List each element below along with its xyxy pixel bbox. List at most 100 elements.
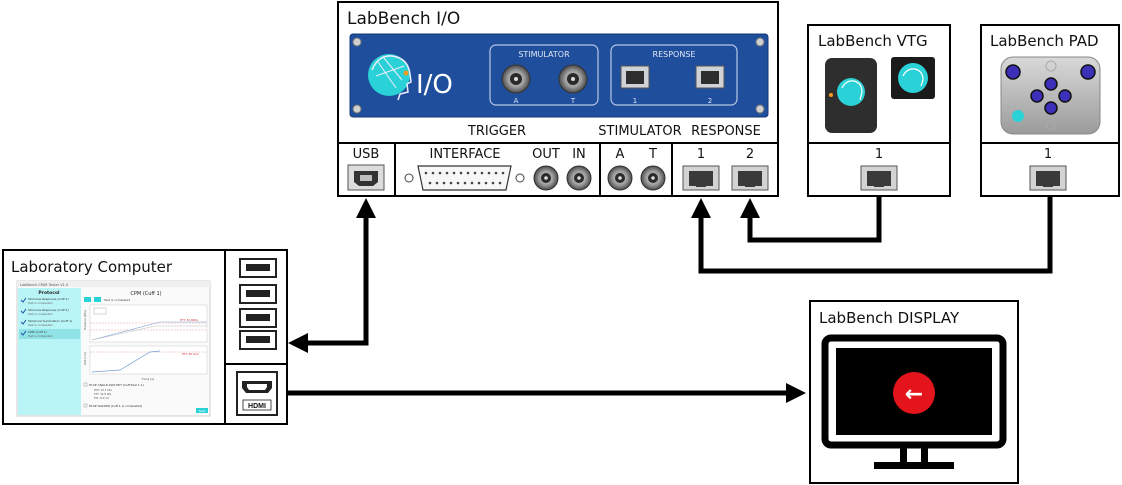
usb-cable-connection bbox=[288, 198, 376, 353]
protocol-item-title: Stimulus Response (Cuff 1) bbox=[28, 297, 69, 301]
stim-t-bnc-icon bbox=[558, 64, 588, 94]
check-icon bbox=[20, 308, 27, 314]
protocol-item-status: Test is completed bbox=[27, 334, 53, 338]
pad-port-label: 1 bbox=[1044, 147, 1052, 162]
usb-b-port-icon[interactable] bbox=[347, 164, 385, 191]
protocol-item-title: Temporal Summation (Cuff 1) bbox=[27, 319, 72, 323]
labbench-logo-icon bbox=[368, 54, 412, 101]
play-button[interactable] bbox=[84, 297, 91, 302]
pad-rj45-icon[interactable] bbox=[1029, 165, 1067, 191]
display-title: LabBench DISPLAY bbox=[819, 309, 960, 327]
result-2-title: HLSE TestDPR (Cuff 1 is completed) bbox=[89, 404, 142, 408]
results-list: HLSE ANGLE-PLM PDT (Cuff-Test 1-1) PDT: … bbox=[83, 382, 208, 413]
connections bbox=[288, 196, 1053, 403]
response-2-rj45-icon[interactable] bbox=[731, 165, 769, 191]
stimulator-label: STIMULATOR bbox=[598, 124, 681, 139]
response-1-rj45-icon[interactable] bbox=[682, 165, 720, 191]
software-screenshot: LabBench CPAR Tester V1.0 Protocol Stimu… bbox=[16, 280, 211, 417]
trigger-out-label: OUT bbox=[532, 147, 560, 162]
protocol-item[interactable]: Stimulus Response (Cuff 1) Test is compl… bbox=[20, 297, 69, 305]
io-title: LabBench I/O bbox=[347, 9, 460, 29]
protocol-list: Stimulus Response (Cuff 1) Test is compl… bbox=[19, 297, 80, 339]
result-line: PTL: 8.0 cm bbox=[94, 396, 110, 400]
stop-button[interactable] bbox=[94, 297, 101, 302]
next-button[interactable] bbox=[196, 408, 208, 413]
xaxis-label: Time [s] bbox=[141, 377, 154, 381]
computer-title: Laboratory Computer bbox=[11, 258, 173, 276]
interface-label: INTERFACE bbox=[430, 147, 501, 162]
usb-a-port-icon[interactable] bbox=[239, 330, 277, 350]
resp-1-label: 1 bbox=[633, 97, 637, 105]
vtg-port-label: 1 bbox=[875, 147, 883, 162]
vtg-cable-connection bbox=[740, 196, 882, 243]
check-icon bbox=[20, 319, 27, 325]
protocol-item-status: Test is completed bbox=[27, 323, 53, 327]
trigger-label: TRIGGER bbox=[467, 124, 526, 139]
protocol-item-status: Test is completed bbox=[27, 301, 53, 305]
lower-ylabel: VAS [cm] bbox=[83, 352, 87, 365]
protocol-item[interactable]: CPM (Cuff 1) Test is completed bbox=[19, 329, 80, 339]
stim-a-bnc-icon bbox=[501, 64, 531, 94]
vtg-button-image bbox=[891, 57, 935, 99]
stim-t-label: T bbox=[570, 97, 576, 105]
result-line: PTT: 32.8 kPa bbox=[94, 392, 112, 396]
db25-interface-port-icon[interactable] bbox=[404, 165, 525, 191]
usb-label: USB bbox=[353, 147, 380, 162]
labbench-display: LabBench DISPLAY ← bbox=[809, 300, 1019, 484]
vtg-title: LabBench VTG bbox=[818, 32, 928, 50]
resp-1-rj45-icon bbox=[620, 65, 650, 89]
trigger-in-bnc-icon[interactable] bbox=[566, 165, 592, 191]
pad-cable-connection bbox=[691, 196, 1053, 274]
vtg-handheld-image bbox=[825, 58, 877, 133]
labbench-pad-device: LabBench PAD 1 bbox=[980, 24, 1120, 197]
protocol-item[interactable]: Temporal Summation (Cuff 1) Test is comp… bbox=[20, 319, 72, 327]
stimulator-a-bnc-icon[interactable] bbox=[607, 165, 633, 191]
port-2-label: 2 bbox=[746, 147, 754, 162]
run-status: Test is completed bbox=[103, 298, 130, 302]
result-line: PDT: 10.7 kPa bbox=[94, 388, 112, 392]
protocol-item-title: Stimulus Response (Cuff 2) bbox=[28, 308, 69, 312]
port-t-label: T bbox=[648, 147, 657, 162]
stimulator-panel-label: STIMULATOR bbox=[518, 50, 570, 59]
stimulator-t-bnc-icon[interactable] bbox=[640, 165, 666, 191]
panel-screw-icon bbox=[352, 37, 765, 114]
vtg-rj45-icon[interactable] bbox=[860, 165, 898, 191]
protocol-item-status: Test is completed bbox=[27, 312, 53, 316]
vas-chart: PTT: 50.0cm VAS [cm] Time [s] bbox=[83, 345, 208, 381]
pad-title: LabBench PAD bbox=[990, 32, 1099, 50]
port-1-label: 1 bbox=[697, 147, 705, 162]
response-label: RESPONSE bbox=[691, 124, 761, 139]
stim-a-label: A bbox=[514, 97, 519, 105]
hdmi-port-icon[interactable] bbox=[236, 371, 278, 416]
check-icon bbox=[20, 297, 27, 303]
main-title: CPM (Cuff 1) bbox=[130, 291, 161, 297]
port-a-label: A bbox=[616, 147, 625, 162]
labbench-vtg-device: LabBench VTG 1 bbox=[807, 24, 951, 197]
protocol-item-title: CPM (Cuff 1) bbox=[28, 330, 47, 334]
next-button-label: Next bbox=[199, 409, 206, 413]
left-arrow-icon: ← bbox=[905, 382, 923, 407]
response-panel-label: RESPONSE bbox=[653, 50, 696, 59]
upper-ylabel: Pressure [kPa] bbox=[83, 310, 87, 330]
window-title: LabBench CPAR Tester V1.0 bbox=[20, 283, 68, 287]
lower-annotation: PTT: 50.0cm bbox=[182, 352, 199, 356]
io-front-panel: I/O STIMULATOR A T RESPONSE bbox=[349, 33, 769, 118]
check-icon bbox=[20, 330, 27, 336]
usb-a-port-icon[interactable] bbox=[239, 258, 277, 278]
usb-a-port-icon[interactable] bbox=[239, 284, 277, 304]
pressure-chart: PTT: 32.8kPa Pressure [kPa] bbox=[83, 304, 208, 343]
usb-a-port-icon[interactable] bbox=[239, 308, 277, 328]
red-indicator-icon bbox=[893, 372, 935, 414]
protocol-header: Protocol bbox=[38, 290, 60, 296]
result-1-title: HLSE ANGLE-PLM PDT (Cuff-Test 1-1) bbox=[89, 383, 144, 387]
resp-2-rj45-icon bbox=[695, 65, 725, 89]
protocol-item[interactable]: Stimulus Response (Cuff 2) Test is compl… bbox=[20, 308, 69, 316]
io-panel-text: I/O bbox=[416, 70, 453, 100]
laboratory-computer: Laboratory Computer HDMI LabBench CPAR T… bbox=[2, 249, 288, 425]
resp-2-label: 2 bbox=[708, 97, 712, 105]
hdmi-label: HDMI bbox=[248, 403, 266, 410]
pad-device-image bbox=[1000, 56, 1101, 135]
trigger-out-bnc-icon[interactable] bbox=[533, 165, 559, 191]
upper-annotation: PTT: 32.8kPa bbox=[180, 318, 198, 322]
